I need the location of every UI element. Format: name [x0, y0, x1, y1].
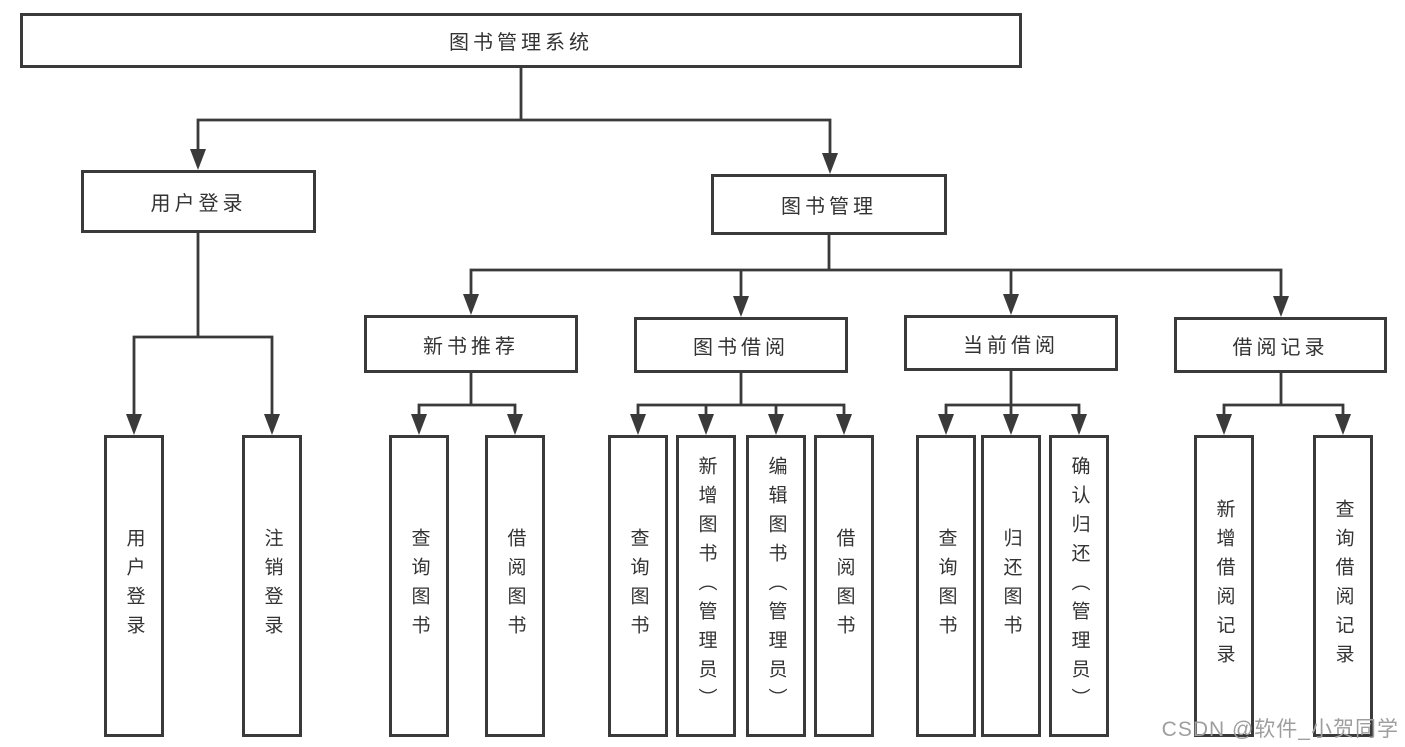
arrowheads: [126, 149, 1351, 435]
node-user-login-label: 用户登录: [150, 193, 247, 215]
leaf-query-book-1: 查询图书: [389, 435, 449, 737]
leaf-add-borrow-record-label: 新增借阅记录: [1213, 499, 1235, 673]
node-root-label: 图书管理系统: [449, 32, 593, 54]
node-current-borrow: 当前借阅: [904, 315, 1118, 371]
leaf-edit-book-admin-label: 编辑图书（管理员）: [765, 455, 787, 717]
leaf-query-book-2: 查询图书: [608, 435, 668, 737]
leaf-edit-book-admin: 编辑图书（管理员）: [746, 435, 806, 737]
leaf-borrow-book-2: 借阅图书: [814, 435, 874, 737]
leaf-query-borrow-record: 查询借阅记录: [1313, 435, 1373, 737]
leaf-query-borrow-record-label: 查询借阅记录: [1332, 499, 1354, 673]
leaf-query-book-1-label: 查询图书: [408, 528, 430, 644]
node-new-book-recommend-label: 新书推荐: [423, 335, 519, 358]
leaf-return-book: 归还图书: [981, 435, 1041, 737]
leaf-return-book-label: 归还图书: [1000, 528, 1022, 644]
node-root: 图书管理系统: [20, 13, 1022, 68]
leaf-user-login-label: 用户登录: [123, 528, 145, 644]
leaf-add-book-admin-label: 新增图书（管理员）: [695, 455, 717, 717]
leaf-confirm-return-admin: 确认归还（管理员）: [1049, 435, 1109, 737]
leaf-confirm-return-admin-label: 确认归还（管理员）: [1068, 455, 1090, 717]
node-book-management: 图书管理: [711, 174, 947, 235]
leaf-logout: 注销登录: [242, 435, 302, 737]
leaf-add-borrow-record: 新增借阅记录: [1194, 435, 1254, 737]
node-user-login: 用户登录: [81, 170, 316, 233]
leaf-logout-label: 注销登录: [261, 528, 283, 644]
node-borrow-records: 借阅记录: [1174, 317, 1387, 373]
leaf-add-book-admin: 新增图书（管理员）: [676, 435, 736, 737]
leaf-query-book-3: 查询图书: [916, 435, 976, 737]
leaf-query-book-3-label: 查询图书: [935, 528, 957, 644]
node-current-borrow-label: 当前借阅: [963, 334, 1059, 357]
leaf-borrow-book-1: 借阅图书: [485, 435, 545, 737]
node-book-borrow: 图书借阅: [634, 317, 848, 373]
node-new-book-recommend: 新书推荐: [364, 315, 578, 373]
leaf-user-login: 用户登录: [104, 435, 164, 737]
node-borrow-records-label: 借阅记录: [1232, 336, 1329, 359]
node-book-management-label: 图书管理: [781, 196, 877, 218]
leaf-query-book-2-label: 查询图书: [627, 528, 649, 644]
leaf-borrow-book-1-label: 借阅图书: [504, 528, 526, 644]
leaf-borrow-book-2-label: 借阅图书: [833, 528, 855, 644]
node-book-borrow-label: 图书借阅: [693, 336, 789, 359]
